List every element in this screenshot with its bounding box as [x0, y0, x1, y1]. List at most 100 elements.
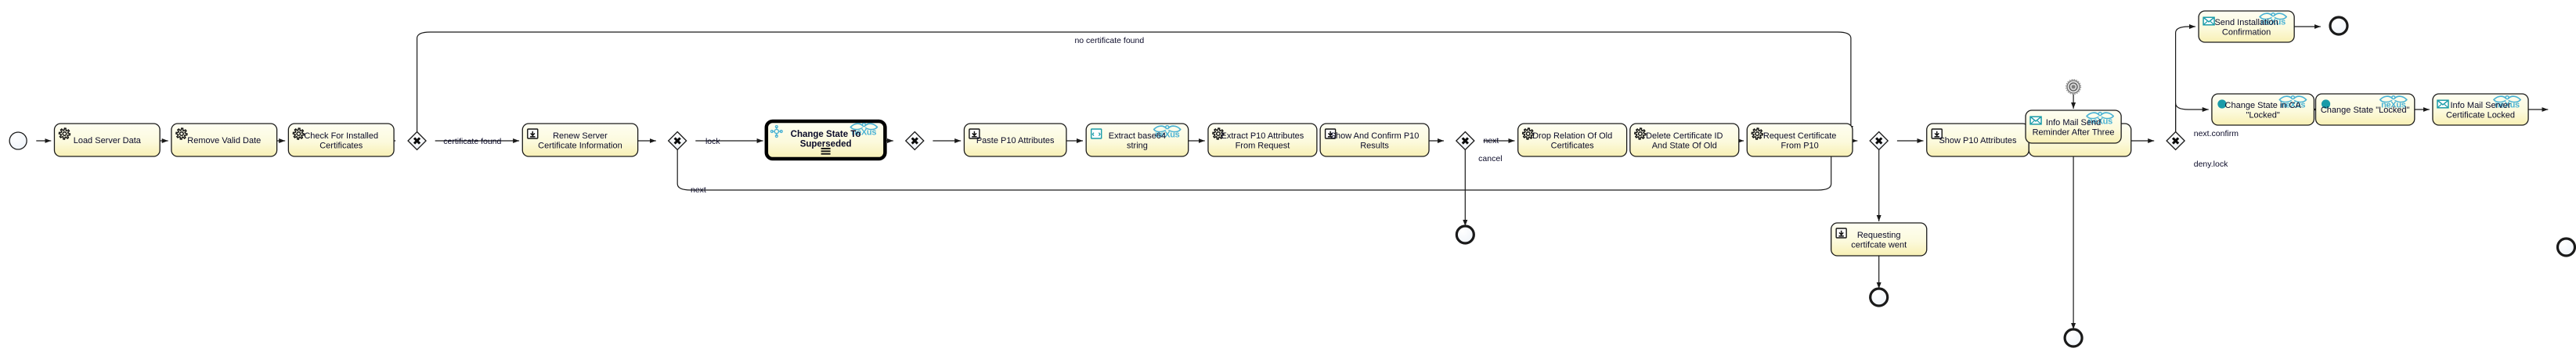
envelope-icon [2437, 99, 2449, 109]
user-form-icon [527, 128, 539, 139]
boundary-timer-event[interactable] [2065, 78, 2082, 95]
task-label: Load Server Data [74, 136, 142, 145]
task-label: Confirmation [2222, 27, 2271, 37]
task-label: string [1127, 141, 1148, 150]
task-label: Renew Server [553, 131, 608, 141]
task-label: Remove Valid Date [187, 136, 261, 145]
task-label: Superseded [800, 139, 852, 149]
task-label: Change State "Locked" [2321, 106, 2410, 115]
gateway-request-result[interactable] [1869, 131, 1889, 151]
edge-label-next-confirm-install: next.confirm [2194, 129, 2239, 138]
node-layer[interactable]: Load Server Data Remove Valid Date Check F… [9, 10, 2576, 348]
flow-gw2-next-loop [676, 149, 1834, 191]
nexus-logo-icon: neXus [2086, 111, 2114, 126]
circle-marker-icon [2217, 99, 2227, 109]
edge-label-cancel: cancel [1478, 154, 1502, 163]
flow-gw6-down-changeca [2175, 102, 2209, 149]
task-label: Results [1360, 141, 1389, 150]
envelope-icon [2029, 116, 2042, 125]
task-show-p10-attributes[interactable]: Show P10 Attributes [1926, 123, 2029, 157]
nexus-logo-icon: neXus [2379, 95, 2408, 109]
svg-text:neXus: neXus [2260, 17, 2286, 27]
nexus-logo-icon: neXus [850, 122, 879, 137]
task-remove-valid-date[interactable]: Remove Valid Date [171, 123, 278, 157]
task-label: Paste P10 Attributes [976, 136, 1055, 145]
end-event-cancel[interactable] [1455, 224, 1475, 245]
gateway-confirm-p10[interactable] [1455, 131, 1475, 151]
task-label: Check For Installed [304, 131, 378, 141]
task-label: Extract base64 [1109, 131, 1166, 141]
circle-marker-icon [2321, 99, 2331, 109]
gear-icon [1634, 127, 1647, 140]
task-load-server-data[interactable]: Load Server Data [53, 123, 161, 157]
task-label: From P10 [1781, 141, 1819, 150]
task-label: "Locked" [2246, 110, 2280, 120]
user-form-icon [1324, 128, 1337, 139]
gateway-exclusive-x-icon [1875, 137, 1883, 145]
task-paste-p10-attributes[interactable]: Paste P10 Attributes [963, 123, 1067, 157]
end-event-locked[interactable] [2556, 237, 2576, 257]
gear-icon [58, 127, 71, 140]
task-label: Drop Relation Of Old [1532, 131, 1612, 141]
task-label: Show And Confirm P10 [1330, 131, 1420, 141]
gateway-merge-renew[interactable] [904, 131, 925, 151]
gateway-exclusive-x-icon [2171, 137, 2180, 145]
task-label: Delete Certificate ID [1646, 131, 1723, 141]
gear-icon [1521, 127, 1535, 140]
flow-gw6-up-sendconf [2175, 24, 2195, 132]
start-event[interactable] [9, 131, 27, 150]
end-event-confirmation[interactable] [2329, 16, 2349, 36]
task-label: Reminder After Three [2033, 127, 2115, 137]
gear-icon [175, 127, 188, 140]
gear-icon [292, 127, 305, 140]
task-label: Send Installation [2214, 18, 2278, 27]
svg-text:neXus: neXus [2087, 117, 2112, 126]
script-icon [1090, 128, 1102, 139]
gateway-installation-result[interactable] [2166, 131, 2186, 151]
nexus-logo-icon: neXus [2278, 95, 2307, 109]
gateway-exclusive-x-icon [673, 137, 681, 145]
gateway-lock[interactable] [667, 131, 687, 151]
user-form-icon [1931, 128, 1943, 139]
edge-label-no-certificate-found: no certificate found [1074, 36, 1144, 45]
edge-label-deny-lock: deny.lock [2194, 160, 2228, 169]
nexus-logo-icon: neXus [2493, 95, 2521, 109]
edge-label-next-renew: next [691, 185, 706, 195]
task-label: Certificate Information [538, 141, 622, 150]
task-label: Request Certificate [1763, 131, 1837, 141]
task-label: From Request [1236, 141, 1290, 150]
task-label: Extract P10 Attributes [1221, 131, 1304, 141]
user-form-icon [969, 128, 980, 139]
task-label: Certificates [1551, 141, 1595, 150]
gateway-exclusive-x-icon [1461, 137, 1469, 145]
svg-text:neXus: neXus [2381, 100, 2406, 109]
svg-text:neXus: neXus [2281, 100, 2306, 109]
list-marker-icon [821, 148, 831, 155]
gear-icon [1212, 127, 1225, 140]
end-event-requesting[interactable] [1869, 287, 1889, 307]
task-label: certifcate went [1851, 240, 1907, 250]
task-label: And State Of Old [1652, 141, 1717, 150]
gateway-certificate-check[interactable] [407, 131, 427, 151]
end-event-reminder[interactable] [2063, 328, 2084, 348]
gear-icon [1751, 127, 1764, 140]
user-form-icon [1835, 228, 1847, 239]
